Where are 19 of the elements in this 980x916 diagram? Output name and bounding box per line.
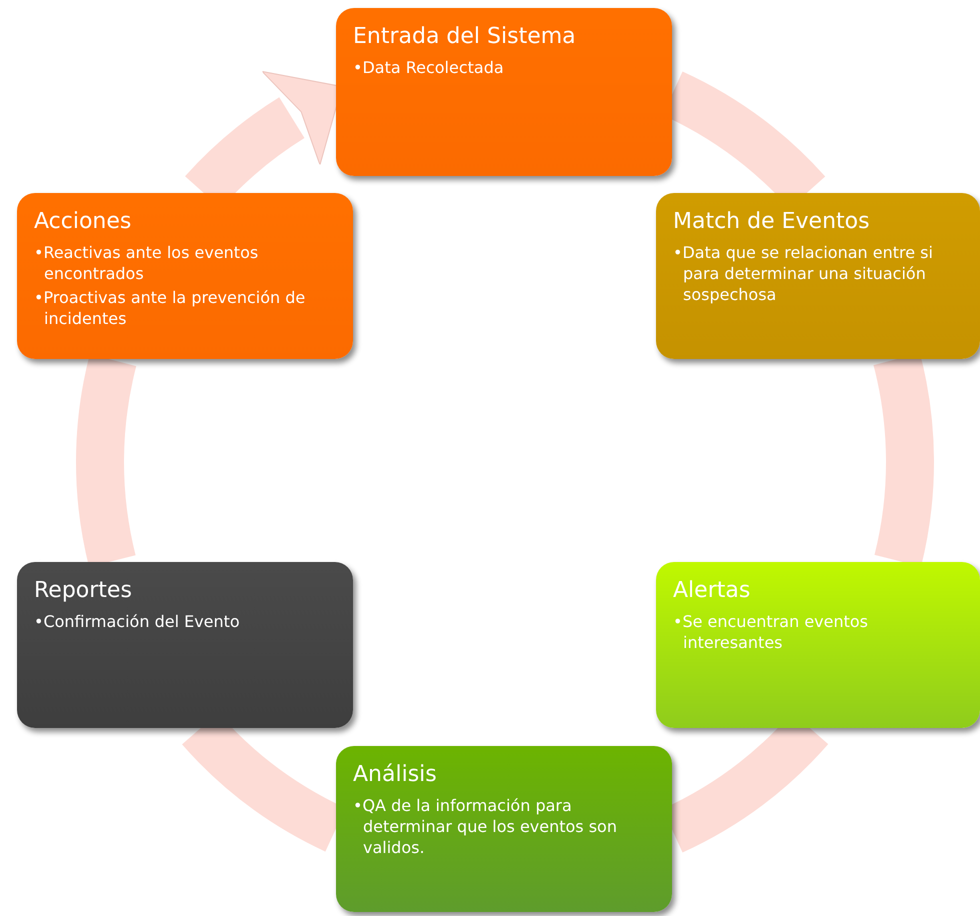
step-bullet: •Data que se relacionan entre si para determinar una situación sospechosa xyxy=(673,243,934,306)
step-box xyxy=(656,193,980,359)
step-title: Match de Eventos xyxy=(673,209,871,236)
step-box xyxy=(17,193,353,359)
step-bullet: •Reactivas ante los eventos encontrados xyxy=(34,243,260,285)
step-box xyxy=(656,562,980,728)
step-bullet: •Proactivas ante la prevención de incidentes xyxy=(34,288,306,330)
step-bullet: •Data Recolectada xyxy=(353,58,505,80)
step-box xyxy=(17,562,353,728)
step-bullet: •Se encuentran eventos interesantes xyxy=(673,612,870,654)
step-bullet: •Confirmación del Evento xyxy=(34,612,241,634)
step-title: Reportes xyxy=(34,578,133,604)
step-box xyxy=(336,746,672,912)
step-box xyxy=(336,8,672,176)
step-title: Acciones xyxy=(34,209,132,236)
step-title: Entrada del Sistema xyxy=(353,24,577,50)
step-title: Análisis xyxy=(353,762,438,788)
step-title: Alertas xyxy=(673,578,752,604)
step-bullet: •QA de la información para determinar que los eventos son validos. xyxy=(353,796,618,859)
